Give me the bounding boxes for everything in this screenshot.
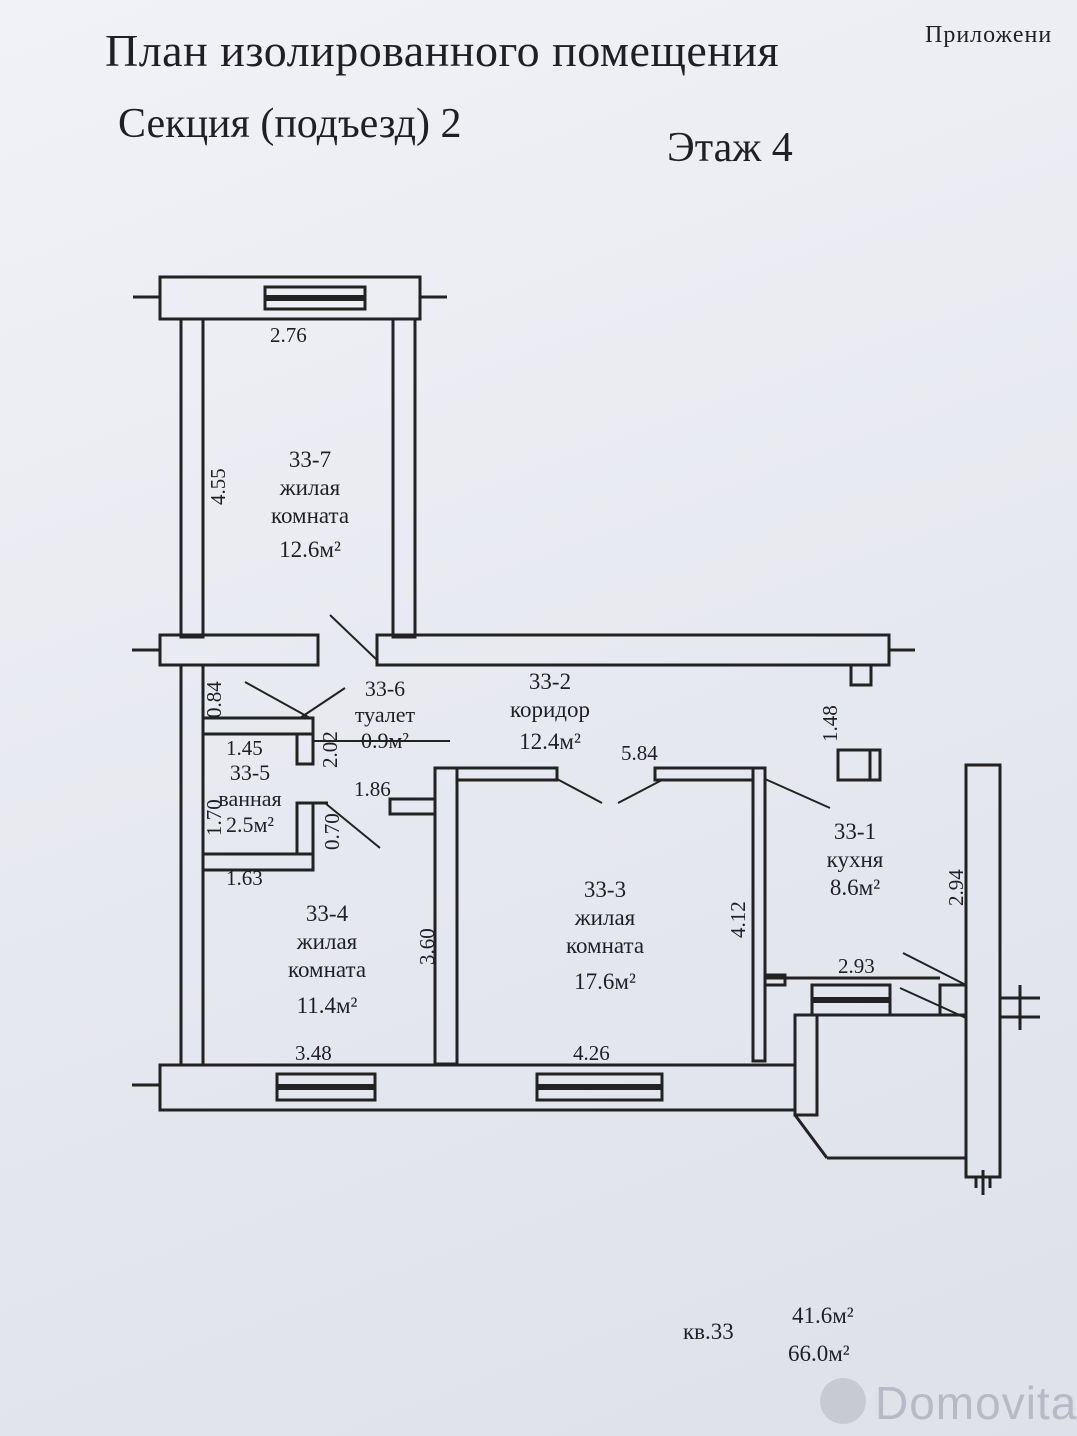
- dim-1-86: 1.86: [354, 777, 391, 801]
- door-kitchen: [764, 778, 831, 809]
- room-name: ванная: [218, 786, 282, 811]
- room-area: 12.4м²: [519, 729, 581, 754]
- room-number: 33-7: [288, 447, 332, 472]
- bottom-wall: [158, 1063, 797, 1112]
- left-wall-lower: [179, 663, 205, 1067]
- dim-4-26: 4.26: [573, 1041, 610, 1065]
- total-area: 66.0м²: [788, 1341, 850, 1366]
- dim-2-94: 2.94: [944, 869, 968, 906]
- dim-3-48: 3.48: [295, 1041, 332, 1065]
- dim-1-45: 1.45: [226, 736, 263, 760]
- dim-5-84: 5.84: [621, 741, 658, 765]
- section-label: Секция (подъезд) 2: [118, 101, 462, 147]
- room-number: 33-6: [364, 676, 406, 701]
- room-name: жилая: [279, 475, 341, 500]
- dim-1-48: 1.48: [818, 705, 842, 742]
- room-number: 33-2: [528, 669, 572, 694]
- wall-r3-left: [433, 766, 459, 1066]
- room-area: 2.5м²: [225, 812, 275, 837]
- door-r3-left: [556, 778, 603, 804]
- room-area: 8.6м²: [829, 875, 881, 900]
- room-area: 12.6м²: [279, 537, 341, 562]
- door-balcony: [902, 952, 967, 986]
- room-33-2-label: 33-2 коридор 12.4м²: [480, 668, 620, 756]
- wall-bath-bottom: [201, 852, 315, 872]
- wall-toilet-bath: [201, 716, 315, 736]
- wall-corridor-top: [375, 633, 891, 667]
- right-wall-r7: [391, 317, 417, 639]
- floor-label: Этаж 4: [667, 125, 793, 171]
- room-area: 11.4м²: [296, 993, 358, 1018]
- room-number: 33-3: [583, 877, 627, 902]
- wall-r3-right: [751, 766, 767, 1063]
- room-number: 33-5: [229, 760, 271, 785]
- dim-1-63: 1.63: [226, 866, 263, 890]
- watermark-brand: Domovita: [875, 1377, 1077, 1429]
- room-33-5-label: 33-5 ванная 2.5м²: [205, 760, 295, 838]
- appendix-label: Приложени: [925, 22, 1053, 48]
- room-33-1-label: 33-1 кухня 8.6м²: [790, 818, 920, 902]
- dim-4-12: 4.12: [726, 901, 750, 938]
- room-name: комната: [565, 933, 645, 958]
- door-toilet: [244, 681, 311, 719]
- dim-0-70: 0.70: [320, 813, 344, 850]
- room-name: жилая: [296, 929, 358, 954]
- dim-0-84: 0.84: [202, 681, 226, 718]
- kitchen-nook: [836, 748, 872, 782]
- room-name: комната: [287, 957, 367, 982]
- room-33-6-label: 33-6 туалет 0.9м²: [335, 676, 435, 754]
- dim-4-55: 4.55: [206, 468, 230, 505]
- door-bath: [324, 802, 381, 849]
- shaft: [849, 663, 873, 687]
- page-title: План изолированного помещения: [105, 25, 780, 76]
- wall-r7-bottom-left: [158, 633, 320, 667]
- room-name: коридор: [509, 697, 591, 722]
- room-number: 33-1: [833, 819, 877, 844]
- room-33-7-label: 33-7 жилая комната 12.6м²: [235, 446, 385, 564]
- room-name: комната: [270, 503, 350, 528]
- room-name: туалет: [354, 702, 416, 727]
- dim-3-60: 3.60: [415, 928, 439, 965]
- dim-2-76: 2.76: [270, 323, 307, 347]
- room-area: 0.9м²: [360, 728, 410, 753]
- wall-kitchen-right: [964, 763, 1002, 1179]
- room-area: 17.6м²: [574, 969, 636, 994]
- door-r7: [329, 614, 378, 661]
- dim-2-02: 2.02: [318, 731, 342, 768]
- room-33-3-label: 33-3 жилая комната 17.6м²: [525, 876, 685, 996]
- room-33-4-label: 33-4 жилая комната 11.4м²: [252, 900, 402, 1020]
- living-area: 41.6м²: [792, 1303, 854, 1328]
- apartment-number: кв.33: [683, 1319, 734, 1344]
- left-wall-upper: [179, 317, 205, 639]
- room-name: кухня: [826, 847, 884, 872]
- room-number: 33-4: [305, 901, 349, 926]
- room-name: жилая: [574, 905, 636, 930]
- dim-2-93: 2.93: [838, 954, 875, 978]
- door-r3-right: [617, 779, 663, 804]
- dim-1-70: 1.70: [202, 799, 226, 836]
- watermark-logo-icon: [820, 1378, 866, 1424]
